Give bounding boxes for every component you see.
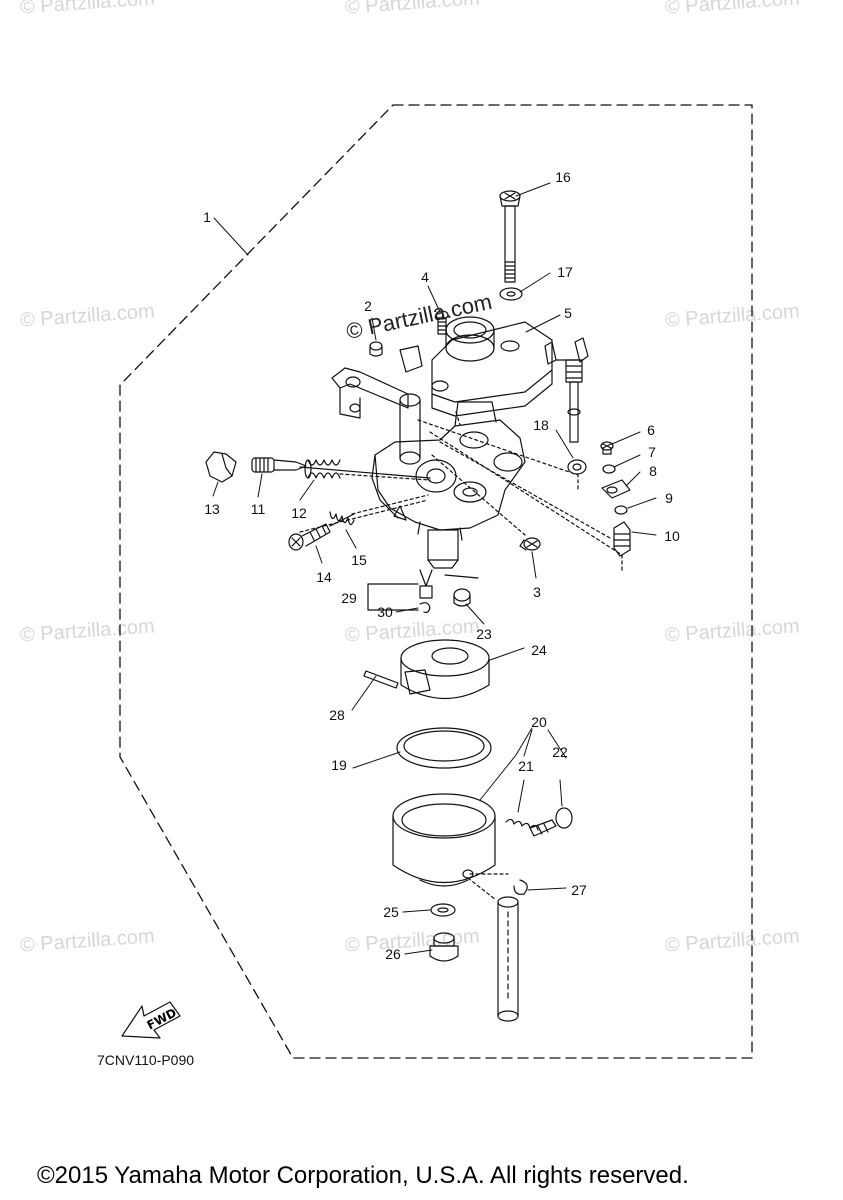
callout-7: 7 (648, 444, 656, 460)
callout-16: 16 (555, 169, 571, 185)
float-part (400, 639, 490, 700)
callout-21: 21 (518, 758, 534, 774)
clip-part (601, 479, 631, 499)
assembly-boundary (119, 104, 753, 1059)
o-ring-part (614, 505, 628, 515)
callout-3: 3 (533, 584, 541, 600)
callout-28: 28 (329, 707, 345, 723)
lock-washer-part (602, 464, 616, 474)
carburetor-flange-part (431, 316, 553, 417)
callout-8: 8 (649, 463, 657, 479)
hose-clip-part (513, 879, 528, 895)
callout-15: 15 (351, 552, 367, 568)
callout-2: 2 (364, 298, 372, 314)
callout-11: 11 (250, 501, 266, 517)
pilot-screw-part (251, 457, 307, 473)
float-pin-part (363, 670, 399, 689)
callout-14: 14 (316, 569, 332, 585)
callout-1: 1 (203, 209, 211, 225)
callout-10: 10 (664, 528, 680, 544)
long-screw-part (499, 190, 521, 283)
jet-clip-part (419, 602, 431, 614)
callout-20: 20 (531, 714, 547, 730)
screw-part (435, 310, 449, 335)
body-screw-part (519, 537, 541, 551)
callout-12: 12 (291, 505, 307, 521)
float-bowl-gasket-part (396, 727, 492, 769)
gasket-washer-part (567, 459, 587, 475)
carburetor-body-part (371, 401, 526, 569)
main-jet-part (419, 569, 433, 599)
diagram-code: 7CNV110-P090 (97, 1052, 195, 1068)
callout-9: 9 (665, 490, 673, 506)
small-screw-part (369, 341, 383, 357)
callout-4: 4 (421, 269, 429, 285)
drain-washer-part (430, 903, 456, 917)
drain-screw-part (529, 807, 573, 837)
callout-5: 5 (564, 305, 572, 321)
throttle-stop-spring-part (329, 511, 355, 527)
jet-holder-part (444, 574, 479, 607)
choke-bracket-part (331, 345, 423, 465)
fitting-part (613, 521, 631, 557)
throttle-stop-screw-part (288, 523, 331, 551)
pilot-spring-part (304, 459, 341, 479)
drain-screw-spring-part (505, 818, 539, 831)
drain-bolt-part (429, 932, 459, 962)
pilot-screw-cap-part (205, 451, 237, 483)
callout-22: 22 (552, 744, 568, 760)
callout-26: 26 (385, 946, 401, 962)
small-screw-part-6 (600, 441, 614, 455)
fwd-arrow-icon (121, 1001, 181, 1039)
callout-25: 25 (383, 904, 399, 920)
callout-30: 30 (377, 604, 393, 620)
callout-19: 19 (331, 757, 347, 773)
copyright-notice: ©2015 Yamaha Motor Corporation, U.S.A. A… (37, 1162, 689, 1189)
callout-6: 6 (647, 422, 655, 438)
callout-27: 27 (571, 882, 587, 898)
callout-24: 24 (531, 642, 547, 658)
callout-13: 13 (204, 501, 220, 517)
leader-lines (212, 182, 657, 955)
callout-23: 23 (476, 626, 492, 642)
drain-tube-part (497, 896, 519, 1022)
callout-18: 18 (533, 417, 549, 433)
idle-adjuster-part (544, 337, 589, 443)
washer-part (499, 287, 523, 301)
float-bowl-part (392, 793, 496, 887)
callout-29: 29 (341, 590, 357, 606)
callout-17: 17 (557, 264, 573, 280)
